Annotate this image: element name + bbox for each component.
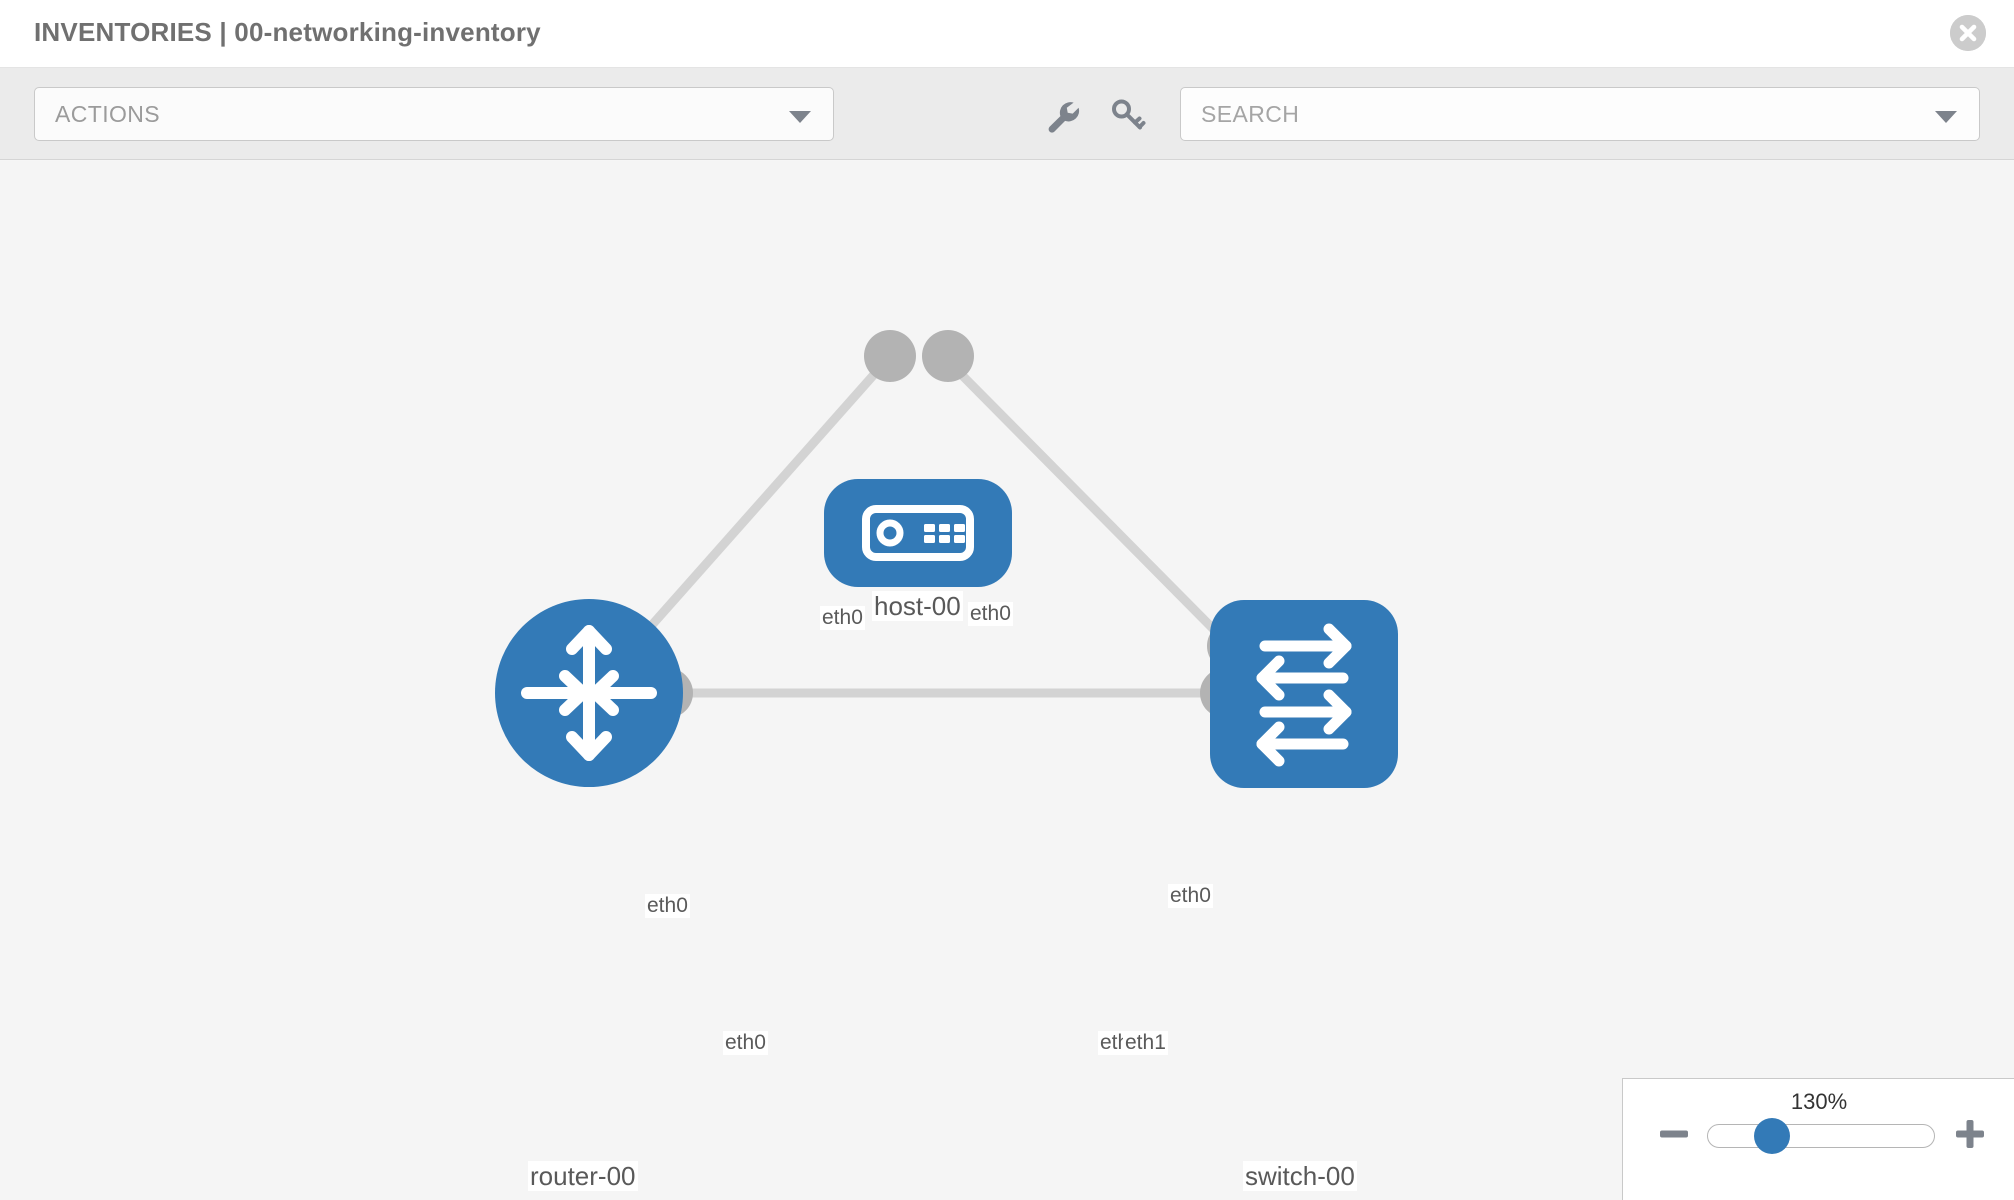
zoom-in-button[interactable] [1953,1117,1987,1151]
edge-label-switch-up: eth0 [1168,884,1213,908]
page-title: INVENTORIES | 00-networking-inventory [34,17,541,47]
node-label-host: host-00 [872,591,963,621]
node-label-router: router-00 [528,1161,638,1191]
link-host-switch[interactable] [944,357,1249,665]
edge-label-router-up: eth0 [645,894,690,918]
close-button[interactable] [1950,15,1986,51]
node-router-00[interactable] [495,599,683,787]
edge-label-host-right: eth0 [968,602,1013,626]
plus-icon [1956,1120,1984,1148]
server-icon [862,505,974,561]
switch-arrows-icon [1256,623,1352,767]
actions-dropdown[interactable]: ACTIONS [34,87,834,141]
key-icon [1112,99,1146,130]
close-icon [1950,15,1986,51]
search-input[interactable]: SEARCH [1180,87,1980,141]
topology-links [616,357,1249,698]
anchor-host-right[interactable] [922,330,974,382]
search-placeholder: SEARCH [1201,101,1300,127]
zoom-panel: 130% [1622,1078,2014,1200]
chevron-down-icon [1935,111,1957,123]
page-header: INVENTORIES | 00-networking-inventory [0,0,2014,68]
wrench-icon [1048,102,1080,133]
topology-graph [495,330,1398,788]
edge-label-router-right: eth0 [723,1031,768,1055]
anchor-host-left[interactable] [864,330,916,382]
toolbar: ACTIONS SEARCH [0,68,2014,160]
link-router-host[interactable] [616,358,890,664]
zoom-level-value: 130% [1790,1089,1848,1114]
actions-dropdown-label: ACTIONS [55,101,161,127]
edge-label-host-left: eth0 [820,606,865,630]
minus-icon [1660,1130,1688,1138]
zoom-slider[interactable] [1707,1124,1935,1148]
edge-label-switch-left: eth1 [1123,1031,1168,1055]
zoom-slider-thumb[interactable] [1754,1118,1790,1154]
chevron-down-icon [789,111,811,123]
topology-canvas[interactable]: host-00 router-00 switch-00 eth0 eth0 et… [0,161,2014,1200]
node-host-00[interactable] [824,479,1012,587]
node-label-switch: switch-00 [1243,1161,1357,1191]
router-arrows-icon [521,625,657,761]
zoom-out-button[interactable] [1657,1117,1691,1151]
permissions-key-button[interactable] [1105,93,1149,137]
settings-wrench-button[interactable] [1040,93,1084,137]
node-switch-00[interactable] [1210,600,1398,788]
